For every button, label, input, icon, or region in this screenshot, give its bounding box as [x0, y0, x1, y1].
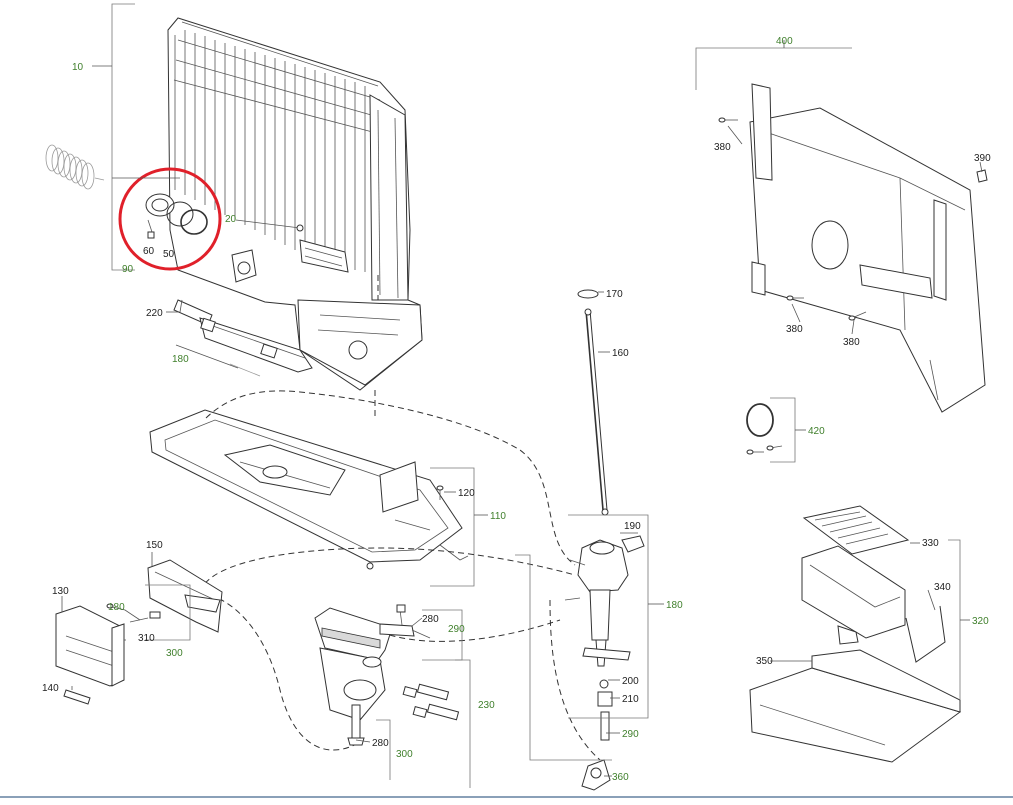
- bracket-300a: [145, 584, 191, 641]
- clip-390: [976, 169, 988, 183]
- label-90: 90: [122, 264, 134, 275]
- label-190: 190: [624, 521, 641, 532]
- bracket-180c: [568, 514, 649, 719]
- ignition-unit: [173, 299, 313, 377]
- screws-380: [718, 117, 867, 321]
- label-180b: 180: [108, 602, 125, 613]
- label-300b: 300: [396, 749, 413, 760]
- bracket-420: [770, 397, 796, 463]
- probe-140: [63, 689, 91, 705]
- callout-labels: 10 90 60 50 20 220 180 120 110 150 130 1…: [42, 36, 991, 783]
- bracket-320: [948, 539, 961, 700]
- label-350: 350: [756, 656, 773, 667]
- label-60: 60: [143, 246, 155, 257]
- outer-casing: [749, 83, 986, 413]
- label-150: 150: [146, 540, 163, 551]
- ring-420: [746, 403, 783, 455]
- label-160: 160: [612, 348, 629, 359]
- wire-bracket-340: [905, 605, 946, 663]
- bracket-290b: [515, 554, 612, 761]
- label-130: 130: [52, 586, 69, 597]
- label-300a: 300: [166, 648, 183, 659]
- drip-tray-350: [749, 649, 962, 763]
- label-340: 340: [934, 582, 951, 593]
- base-plate: [149, 409, 469, 570]
- label-200: 200: [622, 676, 639, 687]
- label-380b: 380: [786, 324, 803, 335]
- leader-lines: [61, 125, 983, 777]
- label-50: 50: [163, 249, 175, 260]
- bracket-290a: [422, 609, 463, 661]
- label-10: 10: [72, 62, 84, 73]
- bracket-230: [455, 659, 471, 788]
- thermostat-rod: [577, 289, 609, 516]
- gasket-ring-set: [145, 193, 208, 239]
- label-400: 400: [776, 36, 793, 47]
- label-310: 310: [138, 633, 155, 644]
- label-180a: 180: [172, 354, 189, 365]
- label-110: 110: [490, 511, 506, 522]
- label-280b: 280: [372, 738, 389, 749]
- label-290b: 290: [622, 729, 639, 740]
- grid-cover-330: [802, 505, 910, 555]
- label-230: 230: [478, 700, 495, 711]
- connection-lines: [199, 275, 601, 761]
- drawer-insert: [801, 545, 906, 645]
- label-180c: 180: [666, 600, 683, 611]
- label-170: 170: [606, 289, 623, 300]
- label-380a: 380: [714, 142, 731, 153]
- screw-20: [235, 219, 304, 232]
- label-290a: 290: [448, 624, 465, 635]
- injector-set: [402, 683, 460, 721]
- screw-120: [436, 485, 456, 500]
- label-320: 320: [972, 616, 989, 627]
- electrode-280: [379, 604, 431, 639]
- bracket-10: [111, 3, 135, 271]
- bracket-110: [430, 467, 475, 587]
- label-220: 220: [146, 308, 163, 319]
- label-120: 120: [458, 488, 475, 499]
- label-280a: 280: [422, 614, 439, 625]
- control-box-housing: [147, 559, 223, 633]
- label-20: 20: [225, 214, 237, 225]
- bracket-300b: [376, 719, 391, 780]
- label-330: 330: [922, 538, 939, 549]
- burner-assembly: [314, 607, 393, 746]
- flue-spring: [45, 144, 105, 190]
- label-390: 390: [974, 153, 991, 164]
- label-140: 140: [42, 683, 59, 694]
- gas-valve: [564, 535, 645, 667]
- label-360: 360: [612, 772, 629, 783]
- control-module: [55, 605, 125, 687]
- label-210: 210: [622, 694, 639, 705]
- bracket-400: [695, 47, 852, 90]
- valve-fittings: [581, 679, 613, 791]
- highlight-circle: [118, 167, 222, 271]
- label-380c: 380: [843, 337, 860, 348]
- label-420: 420: [808, 426, 825, 437]
- heat-exchanger-assembly: [167, 17, 423, 391]
- sensor-cable: [106, 603, 161, 623]
